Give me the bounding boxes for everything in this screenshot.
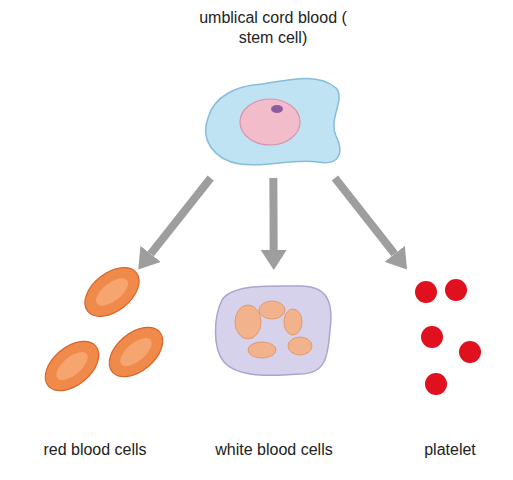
cell-center <box>52 347 93 385</box>
red-blood-cells-illustration <box>36 258 172 401</box>
red-blood-cell <box>36 332 108 401</box>
cell-body <box>216 286 331 375</box>
red-blood-cell <box>76 258 148 326</box>
nucleus-lobe <box>284 309 302 335</box>
platelet-dot <box>459 341 481 363</box>
flow-arrow <box>151 178 211 254</box>
stem-cell-illustration <box>206 78 340 165</box>
cell-type-node: red blood cells <box>20 268 170 460</box>
platelet-dot <box>421 326 443 348</box>
source-cell-node: umblical cord blood ( stem cell) <box>193 8 353 178</box>
platelet-dot <box>445 279 467 301</box>
cell-body <box>76 258 148 326</box>
node-label: white blood cells <box>215 440 332 460</box>
cell-center <box>116 333 157 371</box>
platelet-dot <box>415 281 437 303</box>
cell-nucleus <box>235 301 312 358</box>
nucleus-lobe <box>235 305 261 339</box>
cell-body <box>100 318 172 387</box>
cell-nucleolus <box>271 105 283 113</box>
cell-type-node: white blood cells <box>194 268 354 460</box>
platelets-illustration <box>415 279 481 395</box>
cell-type-node: platelet <box>395 268 505 460</box>
cell-body <box>36 332 108 401</box>
platelet-dot <box>425 373 447 395</box>
white-blood-cell-illustration <box>216 286 331 375</box>
nucleus-lobe <box>259 301 285 319</box>
flow-arrow <box>269 178 277 250</box>
nucleus-lobe <box>288 337 312 355</box>
node-label: umblical cord blood ( stem cell) <box>193 8 353 48</box>
nucleus-lobe <box>248 342 276 358</box>
node-label: red blood cells <box>43 440 146 460</box>
cell-body <box>206 78 340 165</box>
red-blood-cell <box>100 318 172 387</box>
cell-nucleus <box>240 99 300 145</box>
node-label: platelet <box>424 440 476 460</box>
cell-center <box>91 273 132 311</box>
flow-arrow <box>335 178 395 254</box>
